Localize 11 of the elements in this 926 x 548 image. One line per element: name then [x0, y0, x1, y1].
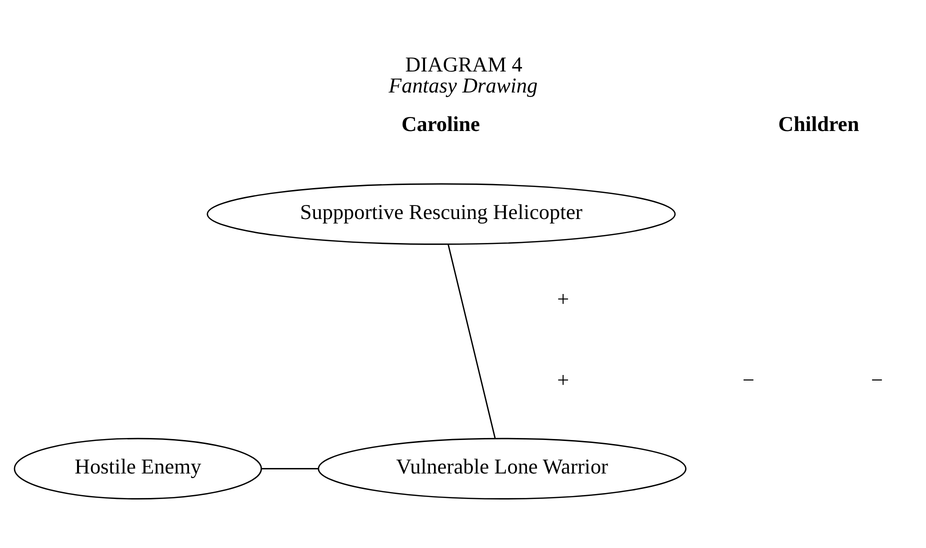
label: − — [742, 367, 754, 392]
node-ellipse: Vulnerable Lone Warrior — [317, 437, 686, 499]
label: − — [870, 367, 882, 392]
label: Caroline — [400, 111, 480, 136]
label: + — [556, 367, 569, 392]
connector — [261, 468, 318, 469]
label: + — [556, 286, 569, 311]
label: Children — [778, 111, 859, 136]
connector — [447, 244, 496, 438]
node-ellipse: Suppportive Rescuing Helicopter — [206, 182, 676, 244]
node-ellipse: Hostile Enemy — [13, 437, 262, 499]
